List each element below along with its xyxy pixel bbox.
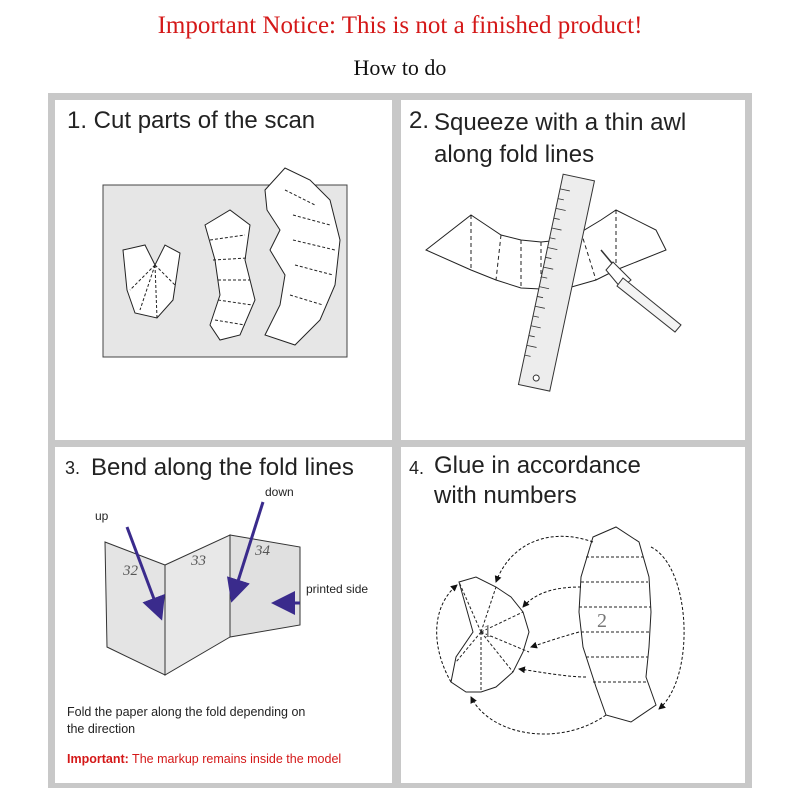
down-arrow (226, 501, 265, 603)
glue-arrow-3 (530, 631, 580, 649)
step-3-number: 3. (65, 458, 81, 478)
step-4-panel: 4. Glue in accordance with numbers 1 2 (401, 447, 745, 783)
step-3-panel: 3. Bend along the fold lines 32 33 34 up… (55, 447, 392, 783)
part-1-number: 1 (483, 621, 492, 641)
awl-tool (600, 249, 682, 333)
important-label: Important: (67, 752, 129, 766)
important-text: The markup remains inside the model (128, 752, 342, 766)
awl-illustration (425, 173, 682, 392)
step-2-number: 2. (409, 107, 430, 134)
glue-arrow-2 (522, 586, 582, 608)
part-large (264, 167, 341, 346)
page-number-33: 33 (190, 553, 206, 569)
glue-arrow-1 (494, 535, 594, 583)
how-to-heading: How to do (353, 55, 447, 80)
fold-note-line2: the direction (67, 722, 136, 736)
fold-note-line1: Fold the paper along the fold depending … (67, 705, 306, 719)
glue-arrow-5 (470, 696, 607, 735)
step-2-panel: 2. Squeeze with a thin awl along fold li… (401, 100, 745, 440)
ruler (517, 173, 596, 392)
glue-arrow-4 (518, 666, 587, 678)
step-2-title-line1: Squeeze with a thin awl (434, 109, 687, 136)
cut-scan-illustration (102, 167, 348, 358)
step-4-title-line2: with numbers (434, 482, 577, 509)
glue-arrow-7 (650, 546, 685, 710)
part-2-number: 2 (597, 610, 607, 632)
part-small (122, 244, 181, 319)
bend-illustration: 32 33 34 (104, 501, 301, 676)
glue-illustration: 1 2 (436, 526, 685, 735)
step-4-title-line1: Glue in accordance (434, 452, 641, 479)
glue-arrow-6 (436, 584, 458, 683)
part-1 (450, 576, 530, 693)
page-number-34: 34 (254, 543, 271, 559)
up-label: up (95, 509, 109, 523)
step-1-panel: 1. Cut parts of the scan (55, 100, 392, 440)
important-note: Important: The markup remains inside the… (67, 752, 341, 766)
down-label: down (265, 485, 294, 499)
step-1-title: 1. Cut parts of the scan (67, 107, 316, 134)
step-4-number: 4. (409, 458, 425, 478)
notice-heading: Important Notice: This is not a finished… (157, 12, 643, 39)
printed-side-label: printed side (306, 582, 369, 596)
part-medium (204, 209, 256, 341)
part-2 (578, 526, 657, 723)
step-3-title: Bend along the fold lines (91, 454, 354, 481)
page-number-32: 32 (122, 563, 139, 579)
up-arrow (125, 526, 165, 621)
step-2-title-line2: along fold lines (434, 141, 595, 168)
